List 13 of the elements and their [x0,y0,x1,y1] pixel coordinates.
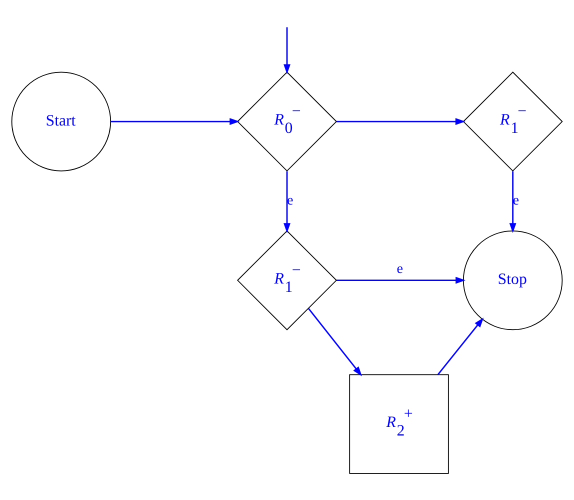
arrow [110,118,240,125]
arrow [509,171,516,234]
node-circle: Start [11,72,112,172]
edge-label: e [396,261,404,278]
arrow [284,27,290,74]
arrow [336,276,466,284]
node-circle: Stop [462,230,563,330]
arrow [308,308,362,376]
arrow [336,118,466,125]
edge-label: e [286,192,294,208]
edge-label: e [512,192,520,208]
arrow [284,171,290,234]
arrow [437,318,484,376]
